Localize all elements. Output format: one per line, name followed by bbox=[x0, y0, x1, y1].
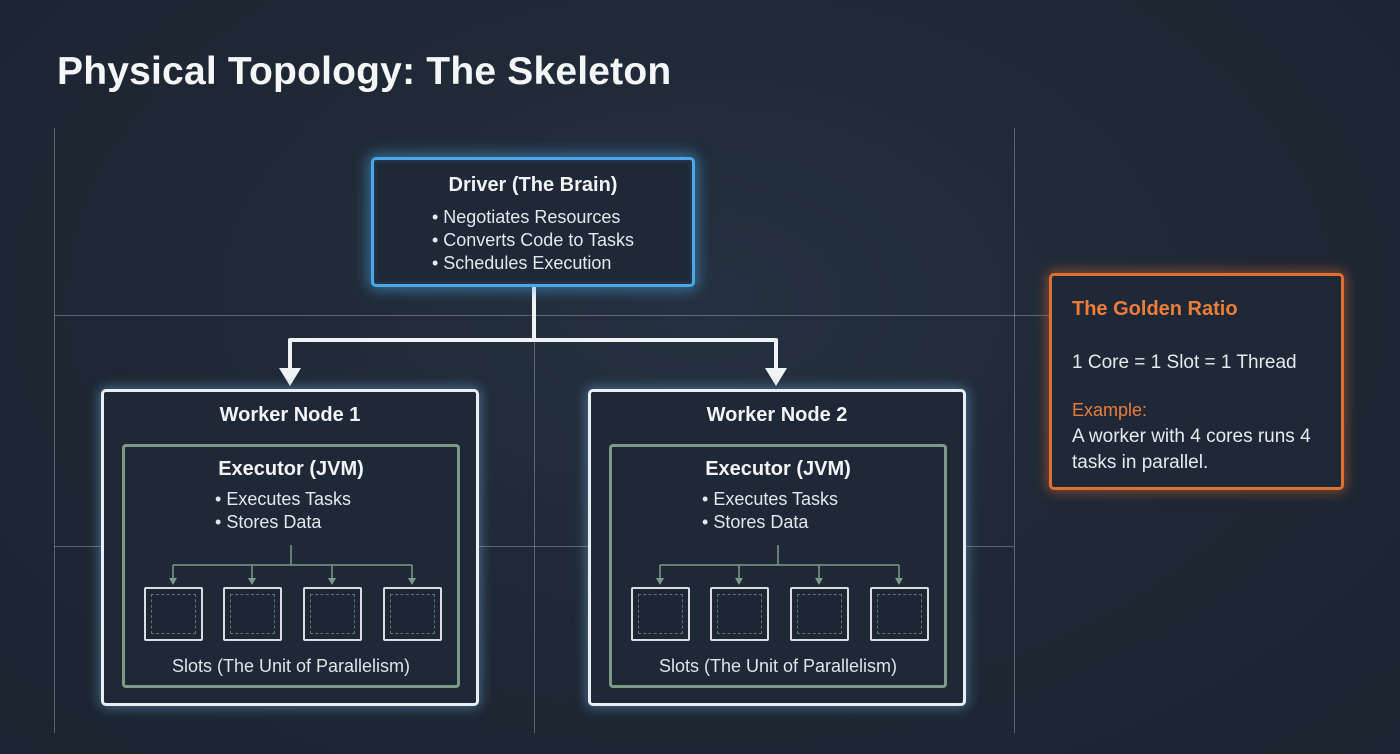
golden-ratio-formula: 1 Core = 1 Slot = 1 Thread bbox=[1072, 352, 1297, 373]
arrowhead-worker-2 bbox=[765, 368, 787, 386]
executor-box: Executor (JVM) Executes Tasks Stores Dat… bbox=[122, 444, 460, 688]
worker-title: Worker Node 1 bbox=[219, 404, 361, 426]
slot bbox=[383, 587, 442, 641]
slot-distribution-arrows bbox=[169, 545, 416, 585]
driver-bullet: Schedules Execution bbox=[432, 252, 634, 275]
driver-bullet: Converts Code to Tasks bbox=[432, 229, 634, 252]
driver-title: Driver (The Brain) bbox=[448, 174, 618, 196]
slot bbox=[223, 587, 282, 641]
grid-line-horizontal-upper bbox=[54, 315, 1054, 316]
executor-bullets: Executes Tasks Stores Data bbox=[215, 488, 385, 534]
worker-node-2: Worker Node 2 Executor (JVM) Executes Ta… bbox=[588, 389, 966, 706]
grid-line-vertical-left bbox=[54, 128, 55, 733]
slots-label: Slots (The Unit of Parallelism) bbox=[658, 656, 898, 676]
golden-ratio-box: The Golden Ratio 1 Core = 1 Slot = 1 Thr… bbox=[1049, 273, 1344, 490]
connector-to-worker-2 bbox=[534, 338, 778, 370]
slot-distribution-arrows bbox=[656, 545, 903, 585]
slot bbox=[710, 587, 769, 641]
driver-box: Driver (The Brain) Negotiates Resources … bbox=[371, 157, 695, 287]
arrowhead-worker-1 bbox=[279, 368, 301, 386]
executor-box: Executor (JVM) Executes Tasks Stores Dat… bbox=[609, 444, 947, 688]
worker-node-1: Worker Node 1 Executor (JVM) Executes Ta… bbox=[101, 389, 479, 706]
driver-bullets: Negotiates Resources Converts Code to Ta… bbox=[432, 206, 634, 275]
slot bbox=[790, 587, 849, 641]
example-text: A worker with 4 cores runs 4 tasks in pa… bbox=[1072, 426, 1311, 473]
slot bbox=[631, 587, 690, 641]
executor-bullet: Stores Data bbox=[702, 511, 872, 534]
driver-bullet: Negotiates Resources bbox=[432, 206, 634, 229]
executor-bullet: Stores Data bbox=[215, 511, 385, 534]
connector-to-worker-1 bbox=[288, 287, 536, 370]
executor-title: Executor (JVM) bbox=[705, 458, 851, 480]
slots-label: Slots (The Unit of Parallelism) bbox=[171, 656, 411, 676]
slot bbox=[870, 587, 929, 641]
worker-title: Worker Node 2 bbox=[706, 404, 848, 426]
example-label: Example: bbox=[1072, 400, 1148, 420]
grid-line-horizontal-lower bbox=[54, 546, 1014, 547]
slot bbox=[303, 587, 362, 641]
golden-ratio-title: The Golden Ratio bbox=[1072, 298, 1238, 320]
page-title: Physical Topology: The Skeleton bbox=[57, 50, 672, 93]
grid-line-vertical-center bbox=[534, 330, 535, 733]
grid-line-vertical-right bbox=[1014, 128, 1015, 733]
slot bbox=[144, 587, 203, 641]
executor-bullets: Executes Tasks Stores Data bbox=[702, 488, 872, 534]
executor-bullet: Executes Tasks bbox=[702, 488, 872, 511]
executor-title: Executor (JVM) bbox=[218, 458, 364, 480]
executor-bullet: Executes Tasks bbox=[215, 488, 385, 511]
